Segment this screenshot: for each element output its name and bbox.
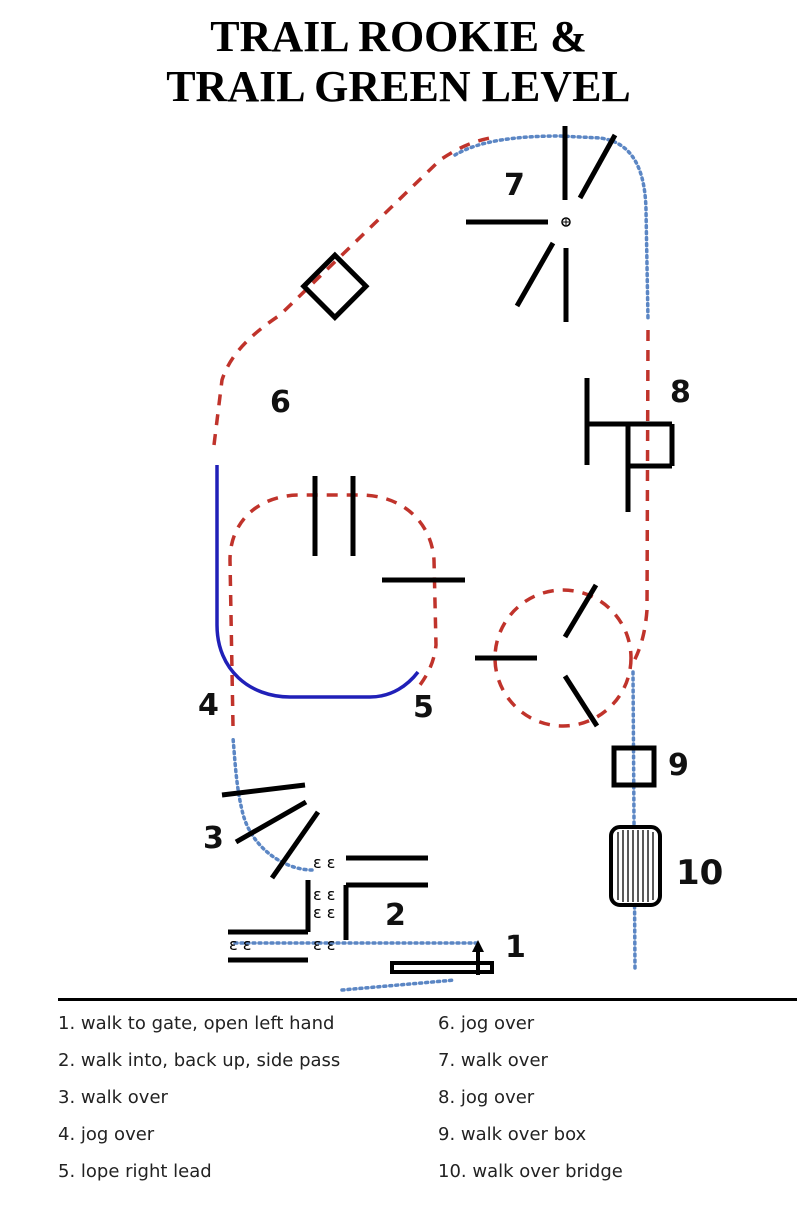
legend-item: 8. jog over: [438, 1087, 535, 1108]
jog-path-4: [228, 493, 438, 727]
legend-item: 7. walk over: [438, 1050, 548, 1071]
obstacle-6-box: [300, 251, 370, 321]
walk-path-exit: [340, 978, 457, 992]
label-6: 6: [270, 385, 291, 420]
label-8: 8: [670, 375, 691, 410]
legend-item: 6. jog over: [438, 1013, 535, 1034]
svg-text:ε ε: ε ε: [229, 935, 251, 954]
label-1: 1: [505, 930, 526, 965]
obstacle-7-star: [466, 126, 618, 322]
label-10: 10: [676, 853, 723, 893]
jog-path-circle: [493, 588, 633, 728]
trail-course-diagram: ε ε ε ε ε ε ε ε ε ε: [198, 126, 723, 992]
obstacle-circle-poles: [475, 583, 600, 728]
legend-item: 9. walk over box: [438, 1124, 587, 1145]
walk-path-top: [453, 134, 650, 322]
legend-item: 5. lope right lead: [58, 1161, 212, 1182]
page-title: TRAIL ROOKIE & TRAIL GREEN LEVEL: [0, 12, 797, 112]
legend-divider: [58, 998, 797, 1001]
svg-text:ε ε: ε ε: [313, 885, 335, 904]
cone-markers: ε ε ε ε ε ε ε ε ε ε: [229, 853, 335, 954]
label-2: 2: [385, 898, 406, 933]
obstacle-1-gate: [390, 940, 494, 975]
obstacle-9-box: [611, 745, 657, 788]
legend-item: 2. walk into, back up, side pass: [58, 1050, 341, 1071]
obstacle-4-5-poles: [312, 476, 465, 583]
svg-text:ε ε: ε ε: [313, 903, 335, 922]
legend-item: 1. walk to gate, open left hand: [58, 1013, 335, 1034]
legend-item: 4. jog over: [58, 1124, 155, 1145]
lope-path-5: [215, 465, 420, 699]
label-4: 4: [198, 688, 219, 723]
legend-item: 10. walk over bridge: [438, 1161, 623, 1182]
title-line-1: TRAIL ROOKIE &: [210, 12, 587, 61]
label-7: 7: [504, 168, 525, 203]
jog-path-8: [630, 329, 650, 666]
obstacle-2-l-shape: [228, 855, 428, 963]
legend-left-column: 1. walk to gate, open left hand 2. walk …: [58, 1013, 340, 1198]
label-3: 3: [203, 821, 224, 856]
legend-right-column: 6. jog over 7. walk over 8. jog over 9. …: [438, 1013, 623, 1198]
title-line-2: TRAIL GREEN LEVEL: [166, 62, 631, 111]
legend-item: 3. walk over: [58, 1087, 168, 1108]
label-5: 5: [413, 690, 434, 725]
label-9: 9: [668, 748, 689, 783]
obstacle-3-poles: [221, 782, 321, 880]
svg-text:ε ε: ε ε: [313, 935, 335, 954]
obstacle-10-bridge: [609, 825, 662, 907]
svg-text:ε ε: ε ε: [313, 853, 335, 872]
obstacle-8-poles: [584, 378, 675, 512]
jog-path-6: [212, 136, 491, 446]
walk-path-poles3: [231, 736, 314, 872]
walk-path-9-10: [631, 670, 637, 972]
